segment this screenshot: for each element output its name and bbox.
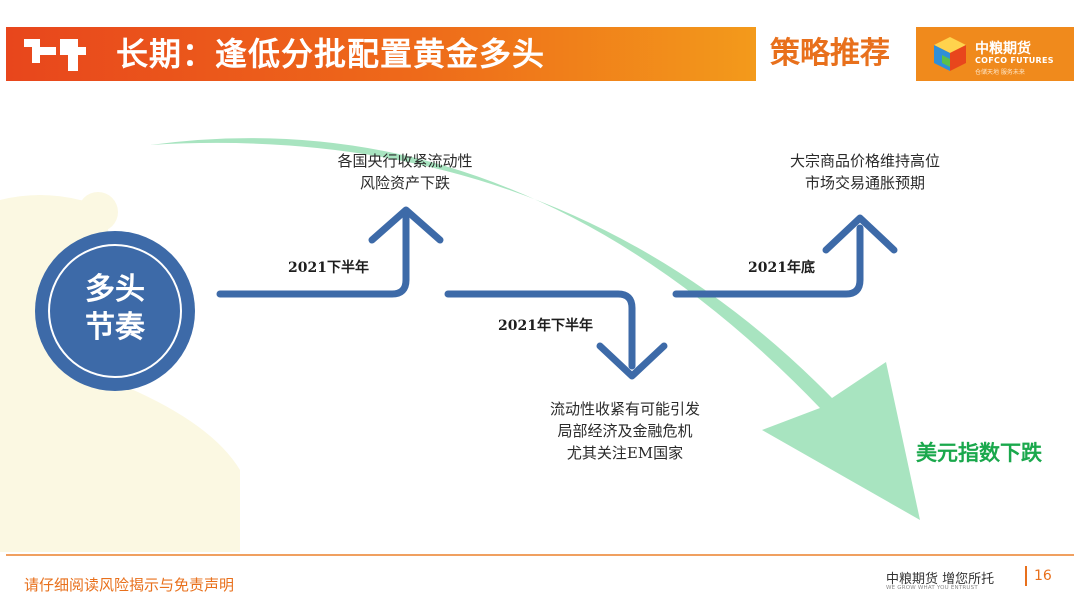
flow-arrow-step1-head	[368, 206, 444, 244]
step2-text-line2: 局部经济及金融危机	[557, 422, 693, 440]
section-tag: 策略推荐	[770, 36, 890, 71]
flow-arrow-step3	[672, 224, 864, 298]
rhythm-circle	[35, 231, 195, 391]
header-logo-shape-right	[60, 39, 86, 71]
cofco-logo-icon	[934, 37, 966, 71]
step2-description: 流动性收紧有可能引发 局部经济及金融危机 尤其关注EM国家	[514, 398, 736, 464]
rhythm-circle-outer	[35, 231, 195, 391]
cofco-logo-part-leaf	[942, 55, 950, 67]
disclaimer-link[interactable]: 请仔细阅读风险揭示与免责声明	[24, 576, 235, 594]
footer-slogan-en: WE GROW WHAT YOU ENTRUST	[886, 585, 978, 591]
brand-name-en: COFCO FUTURES	[975, 56, 1054, 65]
page-title: 长期：逢低分批配置黄金多头	[116, 35, 546, 73]
background-blob-dot	[78, 192, 118, 232]
cofco-logo-part-right	[950, 45, 966, 71]
header-logo-shape	[24, 39, 56, 63]
rhythm-circle-label-line1: 多头	[85, 272, 145, 307]
footer-separator	[1025, 566, 1027, 586]
brand-subtitle: 仓储天地 服务未来	[975, 69, 1025, 76]
step1-text-line1: 各国央行收紧流动性	[337, 152, 473, 170]
brand-name-cn: 中粮期货	[975, 41, 1031, 57]
flow-arrow-step3-head	[822, 214, 898, 254]
step3-description: 大宗商品价格维持高位 市场交易通胀预期	[760, 150, 970, 194]
step3-text-line2: 市场交易通胀预期	[804, 174, 925, 192]
flow-arrow-step2-head	[596, 342, 668, 380]
trend-label: 美元指数下跌	[916, 440, 1042, 465]
step2-text-line3: 尤其关注EM国家	[566, 444, 684, 462]
flow-arrow-step1	[216, 214, 410, 298]
rhythm-circle-label-line2: 节奏	[85, 310, 145, 345]
flow-arrow-step2	[444, 290, 636, 370]
footer-divider	[6, 554, 1074, 556]
step3-text-line1: 大宗商品价格维持高位	[789, 152, 940, 170]
step3-period: 2021年底	[748, 260, 815, 276]
step1-text-line2: 风险资产下跌	[359, 174, 450, 192]
step2-period: 2021年下半年	[498, 318, 593, 334]
step1-period: 2021下半年	[288, 260, 369, 276]
footer-slogan: 中粮期货 增您所托	[886, 572, 995, 587]
rhythm-circle-ring	[48, 244, 182, 378]
page-number: 16	[1034, 568, 1052, 584]
header-logo-icon	[24, 39, 86, 71]
step1-description: 各国央行收紧流动性 风险资产下跌	[300, 150, 510, 194]
step2-text-line1: 流动性收紧有可能引发	[549, 400, 700, 418]
header-bar	[6, 27, 756, 81]
